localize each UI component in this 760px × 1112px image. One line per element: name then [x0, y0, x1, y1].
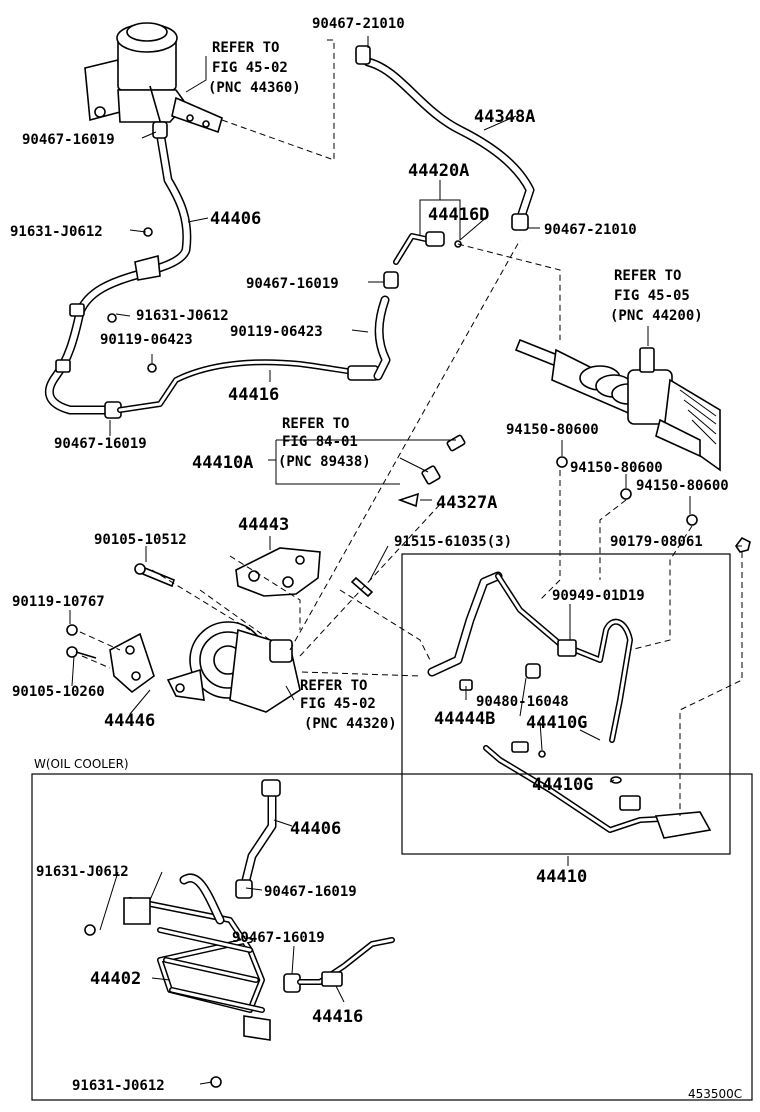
label-90467-21010-top: 90467-21010: [312, 16, 405, 32]
label-90467-21010-mid: 90467-21010: [544, 222, 637, 238]
label-44410G-b: 44410G: [532, 775, 593, 795]
label-44406-b: 44406: [290, 819, 341, 839]
oil-cooler-assembly: [84, 779, 395, 1088]
label-refer-84-01-3: (PNC 89438): [278, 454, 371, 470]
label-91631-j0612-d: 91631-J0612: [72, 1078, 165, 1094]
pipe-44416: [117, 359, 379, 413]
hose-44406-left: [44, 121, 192, 419]
group-box-oil-cooler: [31, 773, 753, 1101]
label-90119-06423-a: 90119-06423: [230, 324, 323, 340]
label-90119-06423-b: 90119-06423: [100, 332, 193, 348]
clamp-bracket: [134, 254, 161, 281]
label-44416D: 44416D: [428, 205, 489, 225]
label-90119-10767: 90119-10767: [12, 594, 105, 610]
label-91631-j0612-b: 91631-J0612: [136, 308, 229, 324]
label-44446: 44446: [104, 711, 155, 731]
hose-44348A: [355, 45, 535, 231]
label-refer-45-05-1: REFER TO: [614, 268, 681, 284]
label-90467-16019-d: 90467-16019: [264, 884, 357, 900]
label-44416-a: 44416: [228, 385, 279, 405]
leader-lines: [69, 36, 743, 1085]
label-refer-84-01-1: REFER TO: [282, 416, 349, 432]
steering-gear: [514, 338, 721, 472]
label-90949-01d19: 90949-01D19: [552, 588, 645, 604]
label-44416-b: 44416: [312, 1007, 363, 1027]
label-44443: 44443: [238, 515, 289, 535]
label-44410: 44410: [536, 867, 587, 887]
label-90467-16019-c: 90467-16019: [54, 436, 147, 452]
label-44420A: 44420A: [408, 161, 469, 181]
label-refer-84-01-2: FIG 84-01: [282, 434, 358, 450]
pump-assembly: [166, 621, 301, 713]
label-94150-80600-c: 94150-80600: [636, 478, 729, 494]
label-94150-80600-a: 94150-80600: [506, 422, 599, 438]
label-90105-10512: 90105-10512: [94, 532, 187, 548]
bracket-44446: [109, 632, 155, 694]
label-44327A: 44327A: [436, 493, 497, 513]
label-90467-16019-e: 90467-16019: [232, 930, 325, 946]
bolts: [66, 227, 751, 659]
label-refer-45-02-b-2: FIG 45-02: [300, 696, 376, 712]
label-94150-80600-b: 94150-80600: [570, 460, 663, 476]
label-90179-08061: 90179-08061: [610, 534, 703, 550]
label-90105-10260: 90105-10260: [12, 684, 105, 700]
label-44410A: 44410A: [192, 453, 253, 473]
label-91631-j0612-c: 91631-J0612: [36, 864, 129, 880]
label-refer-45-02-b-1: REFER TO: [300, 678, 367, 694]
bracket-44443: [235, 547, 321, 597]
label-44348A: 44348A: [474, 107, 535, 127]
label-refer-45-05-3: (PNC 44200): [610, 308, 703, 324]
label-90467-16019-b: 90467-16019: [246, 276, 339, 292]
label-44410G-a: 44410G: [526, 713, 587, 733]
reservoir-tank: [84, 22, 223, 134]
label-44444B: 44444B: [434, 709, 495, 729]
label-90480-16048: 90480-16048: [476, 694, 569, 710]
figure-code: 453500C: [688, 1087, 742, 1101]
hose-90467-mid: [373, 271, 399, 381]
label-44406-a: 44406: [210, 209, 261, 229]
part-labels: 90467-21010 REFER TO FIG 45-02 (PNC 4436…: [10, 16, 742, 1101]
label-oil-cooler-title: W(OIL COOLER): [34, 757, 129, 771]
label-91631-j0612-a: 91631-J0612: [10, 224, 103, 240]
fitting-44420A: [393, 231, 462, 265]
group-box-44410: [401, 553, 731, 855]
label-90467-16019-a: 90467-16019: [22, 132, 115, 148]
label-91515-61035: 91515-61035(3): [394, 534, 512, 550]
label-refer-45-02-a-1: REFER TO: [212, 40, 279, 56]
label-refer-45-02-a-3: (PNC 44360): [208, 80, 301, 96]
pressure-hose-44410: [427, 571, 712, 839]
label-44402: 44402: [90, 969, 141, 989]
connector-44410A: [397, 434, 466, 508]
label-refer-45-02-a-2: FIG 45-02: [212, 60, 288, 76]
label-refer-45-02-b-3: (PNC 44320): [304, 716, 397, 732]
label-refer-45-05-2: FIG 45-05: [614, 288, 690, 304]
